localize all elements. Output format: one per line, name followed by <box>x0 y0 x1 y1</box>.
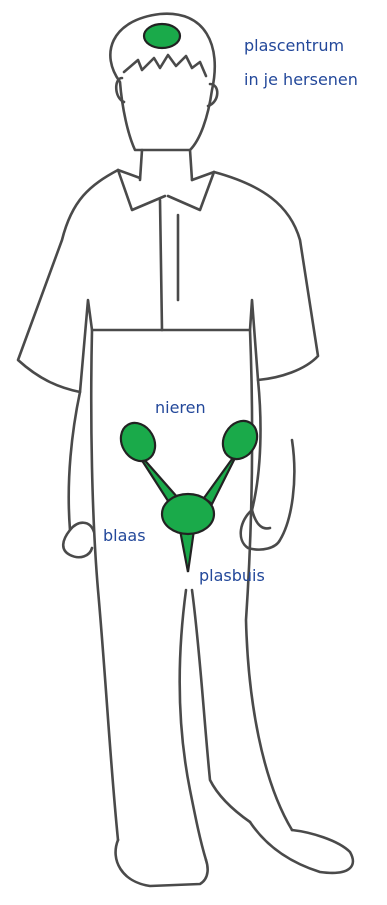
label-brain-centre-line1: plascentrum <box>244 38 344 54</box>
trousers-outer-left <box>91 330 118 840</box>
hand-left <box>70 523 94 532</box>
label-kidneys: nieren <box>155 400 206 416</box>
shirt-outline <box>18 170 318 392</box>
kidney-left <box>114 417 162 468</box>
hair-fringe <box>124 55 206 76</box>
trousers-inner-right <box>192 590 250 822</box>
bladder <box>162 494 214 534</box>
neck <box>140 150 192 180</box>
shoe-left <box>116 840 208 886</box>
label-bladder: blaas <box>103 528 146 544</box>
arm-left <box>63 392 92 557</box>
kidney-right <box>216 415 264 466</box>
brain-centre-marker <box>144 24 180 48</box>
trousers-inner-left <box>180 590 206 860</box>
hand-right <box>252 510 270 528</box>
shirt-placket <box>160 200 162 330</box>
urethra-tube <box>180 530 194 572</box>
arm-right <box>241 380 295 550</box>
label-urethra: plasbuis <box>199 568 265 584</box>
shoe-right <box>250 822 353 873</box>
label-brain-centre-line2: in je hersenen <box>244 72 358 88</box>
